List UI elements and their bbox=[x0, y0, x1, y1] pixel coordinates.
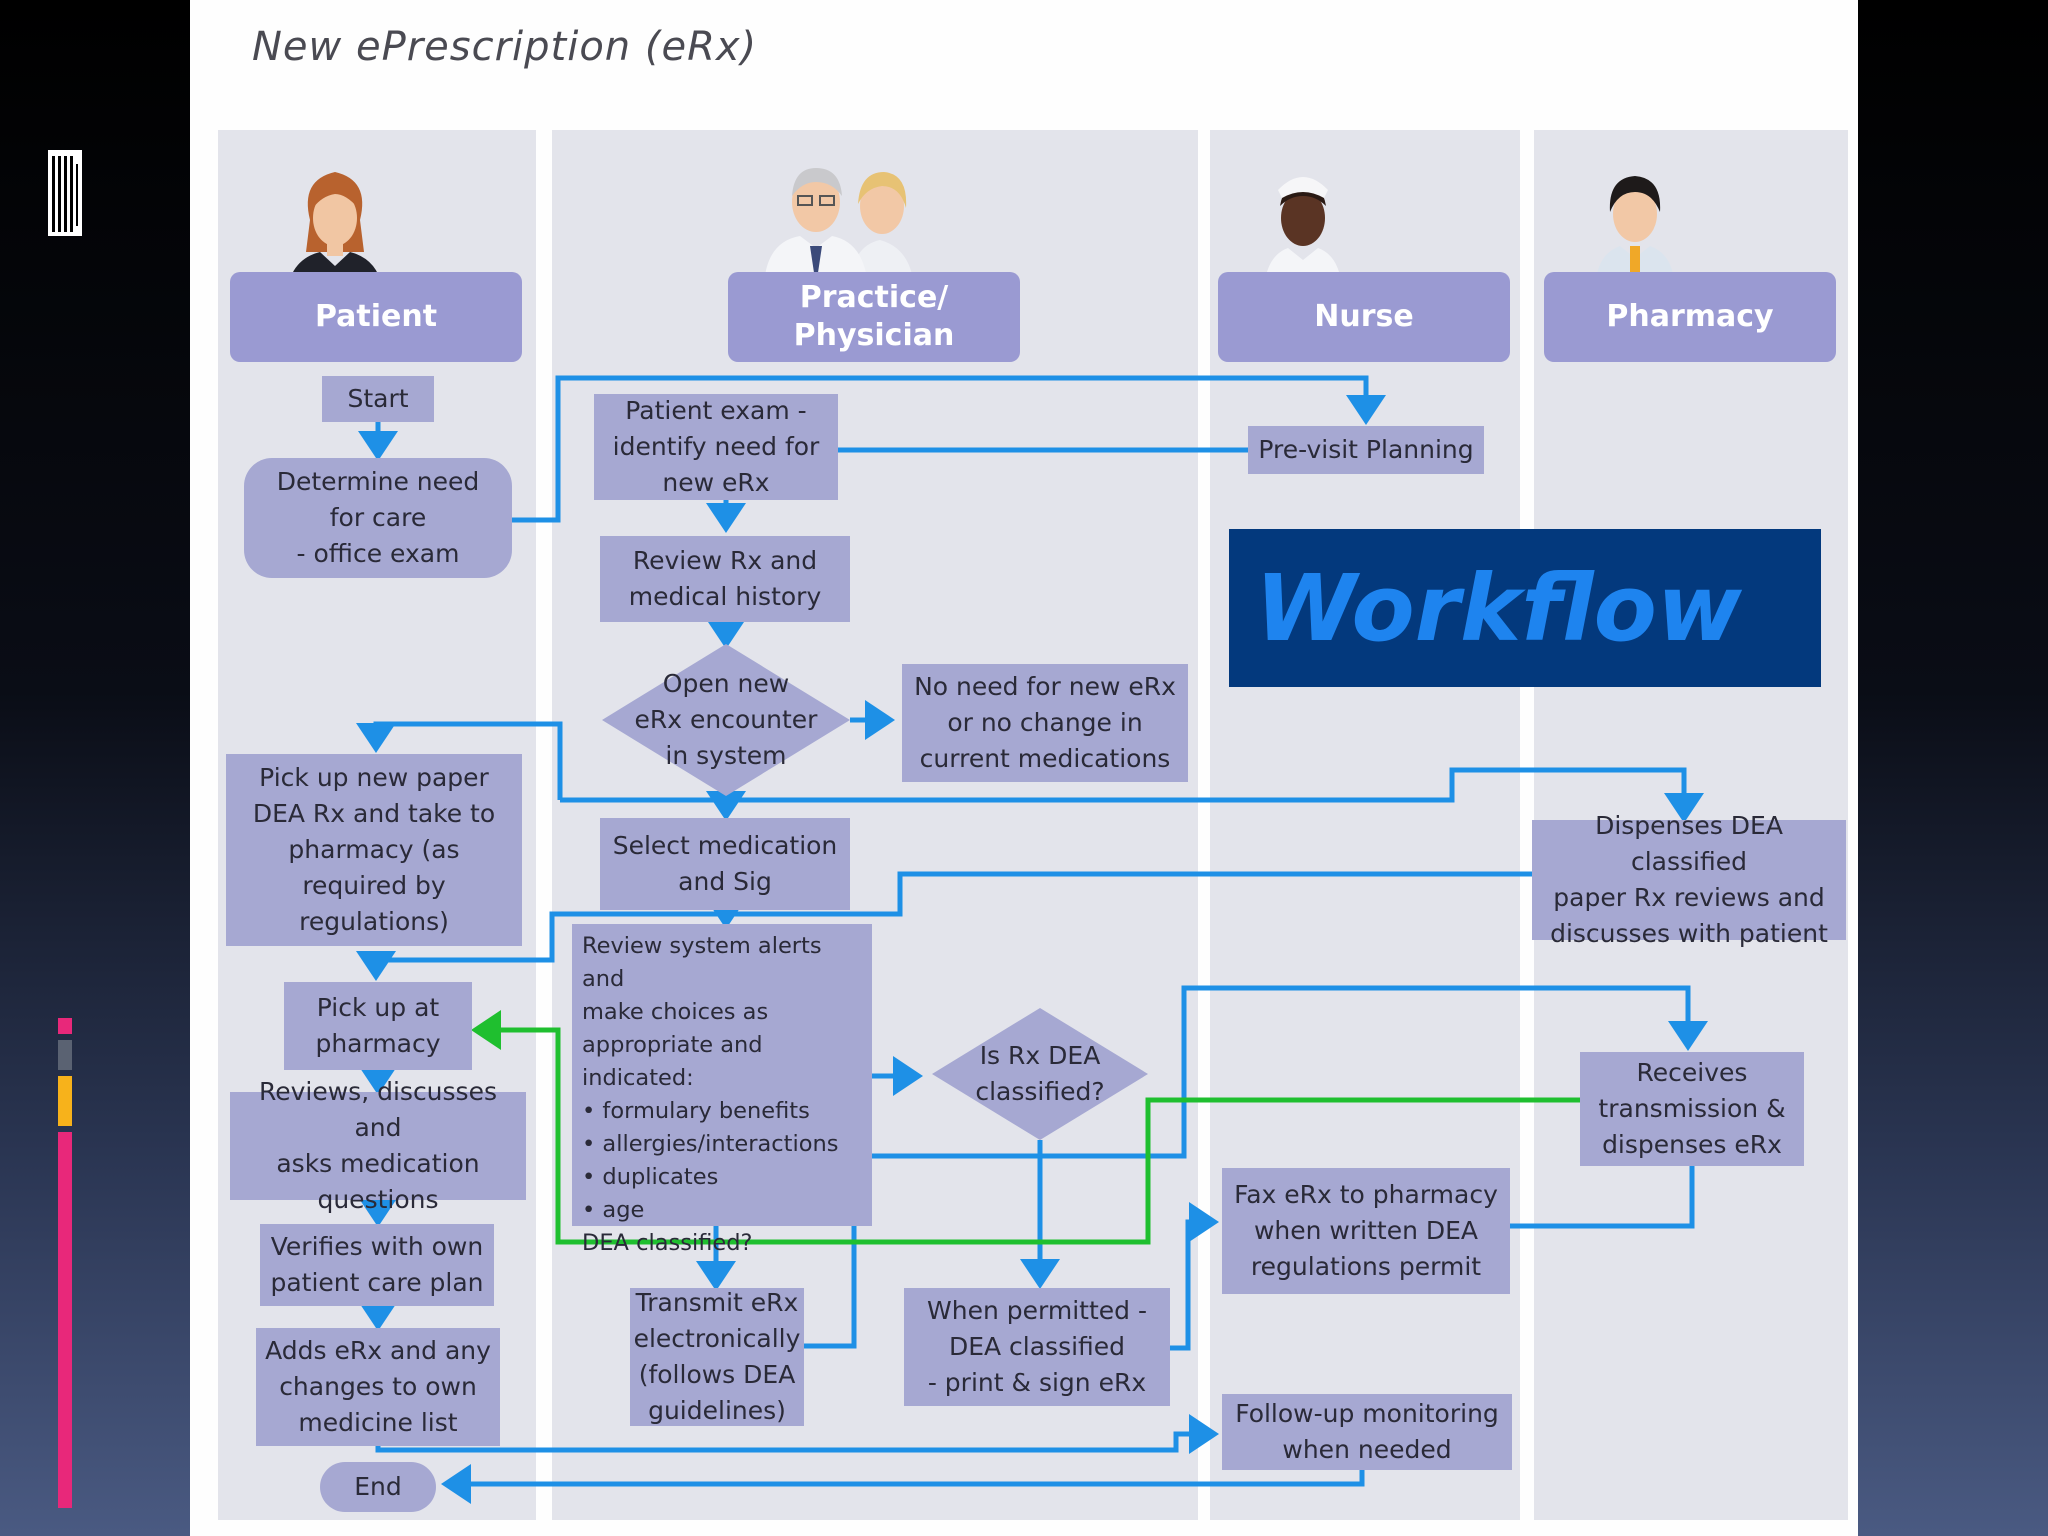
step-transmit-erx: Transmit eRx electronically (follows DEA… bbox=[630, 1288, 804, 1426]
step-no-need: No need for new eRx or no change in curr… bbox=[902, 664, 1188, 782]
step-end: End bbox=[320, 1462, 436, 1512]
diamond-is-dea bbox=[932, 1008, 1148, 1140]
step-patient-exam: Patient exam - identify need for new eRx bbox=[594, 394, 838, 500]
accent-bar-gray bbox=[58, 1040, 72, 1070]
line-fax-receives bbox=[1510, 1166, 1695, 1229]
step-review-alerts: Review system alerts and make choices as… bbox=[572, 924, 872, 1256]
accent-bar-yellow bbox=[58, 1076, 72, 1126]
step-reviews-discusses: Reviews, discusses and asks medication q… bbox=[230, 1077, 526, 1214]
flow-connectors bbox=[356, 375, 1708, 1504]
step-dispenses-dea: Dispenses DEA classified paper Rx review… bbox=[1532, 811, 1846, 948]
lane-header-pharmacy: Pharmacy bbox=[1544, 272, 1836, 362]
arrow-to-dispenses bbox=[560, 767, 1704, 823]
step-verifies: Verifies with own patient care plan bbox=[260, 1224, 494, 1306]
arrow-followup-end bbox=[441, 1464, 1365, 1504]
diamond-open-new bbox=[602, 644, 850, 796]
lane-header-patient: Patient bbox=[230, 272, 522, 362]
step-start: Start bbox=[322, 376, 434, 422]
step-adds-erx: Adds eRx and any changes to own medicine… bbox=[256, 1328, 500, 1446]
arrow-determine-to-nurse bbox=[512, 375, 1386, 523]
step-review-rx: Review Rx and medical history bbox=[600, 536, 850, 622]
diagram-panel: New ePrescription (eRx) bbox=[190, 0, 1858, 1536]
step-select-medication: Select medication and Sig bbox=[600, 818, 850, 910]
accent-bar-pink bbox=[58, 1132, 72, 1508]
arrow-permitted-fax bbox=[1170, 1202, 1219, 1351]
step-open-new-label: Open new eRx encounter in system bbox=[634, 669, 818, 770]
lane-header-practice: Practice/ Physician bbox=[728, 272, 1020, 362]
step-is-rx-dea-label: Is Rx DEA classified? bbox=[975, 1041, 1105, 1106]
line-dispenses-back bbox=[356, 871, 1532, 981]
step-receives-transmission: Receives transmission & dispenses eRx bbox=[1580, 1052, 1804, 1166]
step-fax-erx: Fax eRx to pharmacy when written DEA reg… bbox=[1222, 1168, 1510, 1294]
diagram-title: New ePrescription (eRx) bbox=[252, 24, 758, 70]
step-pickup-paper-rx: Pick up new paper DEA Rx and take to pha… bbox=[226, 754, 522, 946]
workflow-overlay-label: Workflow bbox=[1229, 529, 1821, 687]
document-stack-icon bbox=[48, 150, 82, 236]
arrow-adds-followup bbox=[375, 1414, 1219, 1454]
step-previsit-planning: Pre-visit Planning bbox=[1248, 426, 1484, 474]
arrow-transmit-receives bbox=[804, 985, 1708, 1349]
arrow-receives-pickup-green bbox=[471, 1010, 1580, 1245]
arrow-to-pickup-paper bbox=[356, 721, 563, 800]
lane-header-nurse: Nurse bbox=[1218, 272, 1510, 362]
step-when-permitted: When permitted - DEA classified - print … bbox=[904, 1288, 1170, 1406]
step-followup: Follow-up monitoring when needed bbox=[1222, 1394, 1512, 1470]
step-determine-need: Determine need for care - office exam bbox=[244, 458, 512, 578]
accent-bar-pink-top bbox=[58, 1018, 72, 1034]
step-pickup-pharmacy: Pick up at pharmacy bbox=[284, 982, 472, 1070]
